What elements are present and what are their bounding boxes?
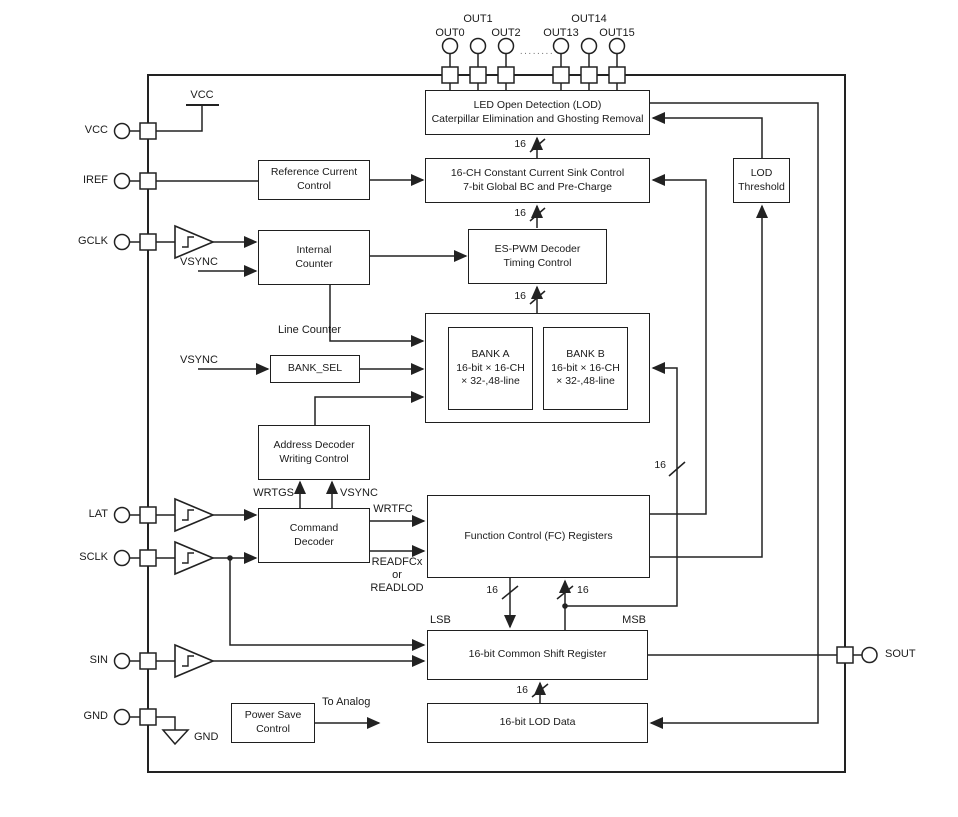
pin-out0	[441, 37, 459, 90]
pin-lat	[113, 506, 157, 524]
block-command-decoder: Command Decoder	[258, 508, 370, 563]
pin-label-sin: SIN	[89, 654, 108, 666]
bus-slash	[531, 683, 549, 698]
schmitt-trigger-gclk-icon	[156, 224, 216, 260]
pin-label-gclk: GCLK	[78, 235, 108, 247]
bus-shiftreg-to-bank	[565, 362, 678, 607]
label-bus16-fc-write: 16	[577, 584, 589, 596]
pin-out14	[580, 37, 598, 90]
bus-slash	[556, 585, 574, 600]
block-lod-data: 16-bit LOD Data	[427, 703, 648, 743]
junction-shiftreg-bus	[562, 603, 568, 609]
label-bus16-loddata: 16	[516, 684, 528, 696]
pin-vcc	[113, 122, 157, 140]
junction-dots	[227, 555, 568, 609]
label-bus16-sink: 16	[514, 207, 526, 219]
vcc-rail-icon	[156, 104, 219, 132]
block-address-decoder: Address Decoder Writing Control	[258, 425, 370, 480]
pin-label-vcc: VCC	[84, 124, 108, 136]
pin-label-sout: SOUT	[885, 648, 916, 660]
label-vcc-rail: VCC	[190, 89, 214, 101]
block-bank-a: BANK A 16-bit × 16-CH × 32-,48-line	[448, 327, 533, 410]
block-espwm-decoder: ES-PWM Decoder Timing Control	[468, 229, 607, 284]
junction-sclk	[227, 555, 233, 561]
wire-lodthreshold-to-lod	[651, 112, 763, 158]
wire-fc-to-lodthreshold	[650, 204, 768, 558]
label-vsync-counter: VSYNC	[180, 256, 218, 268]
pin-label-out13: OUT13	[543, 27, 579, 39]
block-bank-sel: BANK_SEL	[270, 355, 360, 383]
pin-out2	[497, 37, 515, 90]
pin-label-iref: IREF	[82, 174, 108, 186]
pin-label-out15: OUT15	[599, 27, 635, 39]
block-led-open-detection: LED Open Detection (LOD) Caterpillar Eli…	[425, 90, 650, 135]
bus-slash	[529, 138, 546, 153]
label-bus16-bank: 16	[654, 459, 666, 471]
pin-out13	[552, 37, 570, 90]
pin-gnd	[113, 708, 157, 726]
label-readfc: READFCx or READLOD	[370, 556, 424, 594]
block-reference-current-control: Reference Current Control	[258, 160, 370, 200]
wire-lod-to-loddata	[649, 102, 819, 729]
bus-slash	[529, 207, 546, 222]
schmitt-trigger-lat-icon	[156, 497, 216, 533]
pin-label-out14: OUT14	[571, 13, 607, 25]
block-constant-current-sink: 16-CH Constant Current Sink Control 7-bi…	[425, 158, 650, 203]
pin-label-out2: OUT2	[491, 27, 521, 39]
label-gnd-symbol: GND	[194, 731, 219, 743]
top-pins-ellipsis: ........	[519, 46, 555, 57]
pin-iref	[113, 172, 157, 190]
label-wrtfc: WRTFC	[373, 503, 413, 515]
block-shift-register: 16-bit Common Shift Register	[427, 630, 648, 680]
label-bus16-fc-read: 16	[486, 584, 498, 596]
block-lod-threshold: LOD Threshold	[733, 158, 790, 203]
label-line-counter: Line Counter	[278, 324, 341, 336]
bus-slash	[668, 461, 686, 477]
block-bank-b: BANK B 16-bit × 16-CH × 32-,48-line	[543, 327, 628, 410]
bus-slash	[529, 290, 546, 305]
pin-out15	[608, 37, 626, 90]
signal-wires	[156, 102, 819, 729]
label-lsb: LSB	[430, 614, 451, 626]
label-to-analog: To Analog	[322, 696, 371, 708]
pin-gclk	[113, 233, 157, 251]
label-vsync-addrdec: VSYNC	[340, 487, 378, 499]
pin-label-gnd: GND	[83, 710, 108, 722]
pin-sin	[113, 652, 157, 670]
block-power-save-control: Power Save Control	[231, 703, 315, 743]
label-msb: MSB	[622, 614, 646, 626]
label-bus16-lod: 16	[514, 138, 526, 150]
top-out-pins	[441, 37, 626, 90]
left-pins	[113, 122, 157, 726]
block-internal-counter: Internal Counter	[258, 230, 370, 285]
wire-addrdec-to-bank	[314, 391, 425, 425]
block-fc-registers: Function Control (FC) Registers	[427, 495, 650, 578]
label-bus16-espwm: 16	[514, 290, 526, 302]
pin-label-sclk: SCLK	[79, 551, 108, 563]
pin-label-out1: OUT1	[463, 13, 493, 25]
ground-icon	[156, 716, 190, 746]
schmitt-trigger-sclk-icon	[156, 540, 216, 576]
schmitt-trigger-sin-icon	[156, 643, 216, 679]
pin-label-out0: OUT0	[435, 27, 465, 39]
wire-line-counter	[329, 285, 425, 347]
schmitt-buffers	[156, 224, 216, 679]
pin-label-lat: LAT	[88, 508, 108, 520]
pin-out1	[469, 37, 487, 90]
wire-sclk-to-shiftreg	[229, 558, 426, 651]
pin-sclk	[113, 549, 157, 567]
label-wrtgs: WRTGS	[253, 487, 294, 499]
bus-slash	[501, 585, 519, 600]
pin-sout	[648, 646, 878, 664]
bus-wires	[501, 136, 686, 703]
chip-border	[147, 74, 846, 773]
wire-fc-to-sink	[650, 174, 707, 515]
label-vsync-banksel: VSYNC	[180, 354, 218, 366]
